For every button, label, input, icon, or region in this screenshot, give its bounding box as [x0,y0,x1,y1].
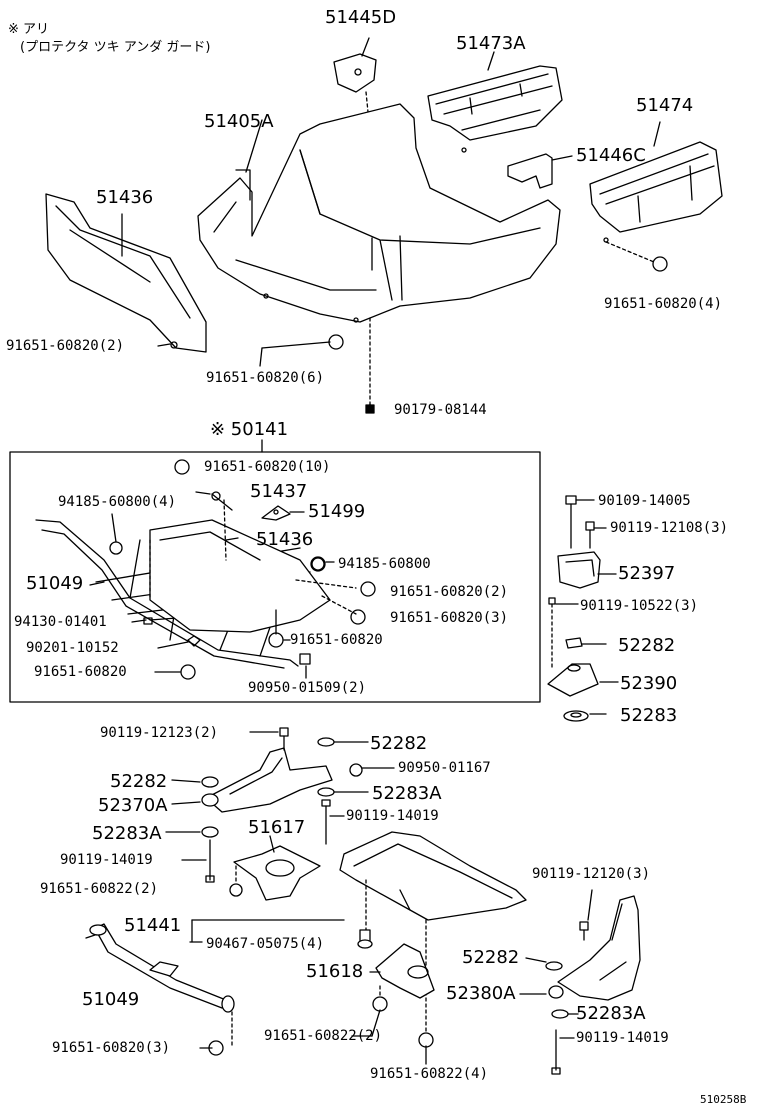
label-52282-b: 52282 [110,771,168,792]
part-51049-bottom-frame [85,923,235,1049]
part-51446C-bracket [507,153,573,189]
label-51437: 51437 [250,481,308,502]
label-51446C: 51446C [576,145,646,166]
label-91651-60820-2-box: 91651-60820(2) [390,584,509,600]
leaders-top [157,341,331,367]
label-90119-14019-c: 90119-14019 [576,1030,669,1046]
label-51436-box: 51436 [256,529,314,550]
label-90201-10152: 90201-10152 [26,640,119,656]
label-91651-60820-4: 91651-60820(4) [604,296,723,312]
label-91651-60820-box-a: 91651-60820 [290,632,383,648]
label-51441: 51441 [124,915,182,936]
label-91651-60820-3-bottom: 91651-60820(3) [52,1040,171,1056]
note-line-1: ※ アリ [8,22,50,37]
label-91651-60822-2-b: 91651-60822(2) [264,1028,383,1044]
note-line-2: (プロテクタ ツキ アンダ ガード) [20,40,211,55]
label-90119-10522-3: 90119-10522(3) [580,598,699,614]
label-90119-12108-3: 90119-12108(3) [610,520,729,536]
label-52283A-c: 52283A [576,1003,646,1024]
label-90109-14005: 90109-14005 [598,493,691,509]
label-91651-60820-2-top: 91651-60820(2) [6,338,125,354]
part-52380A-arm [519,889,641,1075]
part-51441-center-guard [189,831,527,1035]
part-51436-shield-top [45,193,207,353]
label-52390: 52390 [620,673,678,694]
label-52282-c: 52282 [462,947,520,968]
diagram-code: 510258B [700,1093,747,1106]
label-51618: 51618 [306,961,364,982]
label-91651-60822-4: 91651-60822(4) [370,1066,489,1082]
part-51049-frame [35,491,331,669]
part-51445D-bracket [333,37,377,113]
label-51499: 51499 [308,501,366,522]
label-51474: 51474 [636,95,694,116]
leaders-box [89,491,357,679]
label-90119-14019-a: 90119-14019 [346,808,439,824]
label-94130-01401: 94130-01401 [14,614,107,630]
label-52283A-b: 52283A [92,823,162,844]
part-51618-bracket [369,943,435,999]
label-51617: 51617 [248,817,306,838]
label-52283A-a: 52283A [372,783,442,804]
label-91651-60820-6: 91651-60820(6) [206,370,325,386]
label-90950-01509-2: 90950-01509(2) [248,680,367,696]
label-51436-top: 51436 [96,187,154,208]
label-52397: 52397 [618,563,676,584]
part-51617-bracket [229,835,321,901]
label-90467-05075-4: 90467-05075(4) [206,936,325,952]
label-52282-a: 52282 [370,733,428,754]
group-label-50141: ※ 50141 [210,419,289,440]
label-52380A: 52380A [446,983,516,1004]
label-52370A: 52370A [98,795,168,816]
label-91651-60820-box-b: 91651-60820 [34,664,127,680]
bolt-markers-bottom [208,996,434,1065]
label-51473A: 51473A [456,33,526,54]
part-52390-mount-stack [547,495,619,722]
label-94185-60800: 94185-60800 [338,556,431,572]
part-51474-shield [589,121,723,263]
part-51405A-guard [197,103,561,407]
label-94185-60800-4: 94185-60800(4) [58,494,177,510]
part-52370A-arm [165,727,395,883]
label-91651-60820-10: 91651-60820(10) [204,459,331,475]
bolt-markers-top [328,256,668,414]
bolt-markers-box [174,459,376,680]
label-90119-12120-3: 90119-12120(3) [532,866,651,882]
label-90950-01167: 90950-01167 [398,760,491,776]
label-52282-right: 52282 [618,635,676,656]
label-51049-box: 51049 [26,573,84,594]
label-91651-60822-2-a: 91651-60822(2) [40,881,159,897]
label-51049-bottom: 51049 [82,989,140,1010]
label-90119-14019-b: 90119-14019 [60,852,153,868]
group-box-50141 [9,439,541,703]
label-52283: 52283 [620,705,678,726]
label-91651-60820-3-box: 91651-60820(3) [390,610,509,626]
label-51445D: 51445D [325,7,397,28]
label-51405A: 51405A [204,111,274,132]
label-90179-08144: 90179-08144 [394,402,487,418]
part-51473A-shield [427,51,563,153]
label-90119-12123-2: 90119-12123(2) [100,725,219,741]
